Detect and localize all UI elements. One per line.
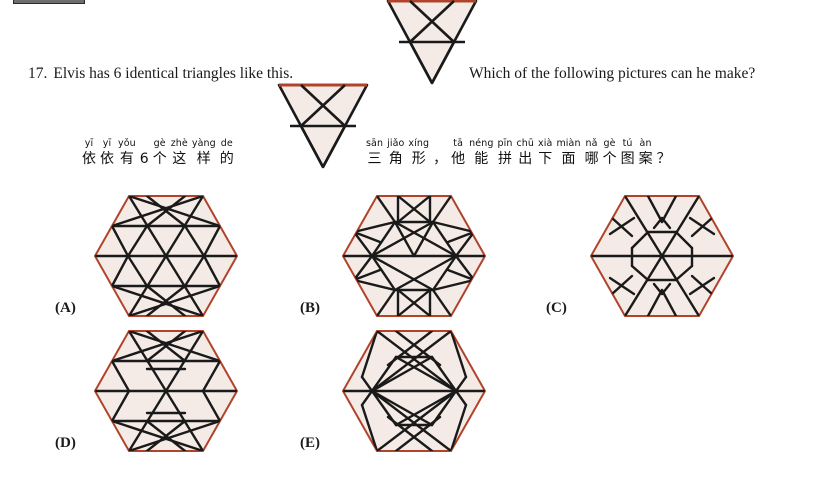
translation-left-hanzi-3: 6 bbox=[139, 151, 149, 167]
translation-right-char-2: xíng 形 bbox=[408, 138, 429, 169]
translation-left-pinyin-0: yī bbox=[84, 138, 94, 149]
translation-left-hanzi-4: 个 bbox=[152, 151, 167, 167]
translation-right-char-6: pīn 拼 bbox=[497, 138, 512, 169]
translation-right-char-3: ， bbox=[433, 138, 447, 169]
translation-right-pinyin-9: miàn bbox=[556, 138, 581, 149]
translation-right-char-11: gè 个 bbox=[603, 138, 617, 169]
option-e-figure bbox=[340, 327, 488, 455]
translation-left-char-6: yàng 样 bbox=[192, 138, 216, 169]
translation-right-char-0: sān 三 bbox=[366, 138, 383, 169]
translation-right-char-10: nǎ 哪 bbox=[585, 138, 599, 169]
translation-right-char-8: xià 下 bbox=[538, 138, 552, 169]
reference-triangle-lower bbox=[277, 82, 369, 170]
translation-right-hanzi-9: 面 bbox=[561, 151, 576, 167]
translation-left-pinyin-1: yī bbox=[102, 138, 112, 149]
translation-right-char-7: chū 出 bbox=[516, 138, 534, 169]
translation-left-pinyin-6: yàng bbox=[191, 138, 216, 149]
option-d-figure bbox=[92, 327, 240, 455]
question-number: 17. bbox=[28, 65, 48, 82]
translation-left-pinyin-7: de bbox=[220, 138, 233, 149]
page-crop-artifact bbox=[13, 0, 85, 4]
option-c-label: (C) bbox=[546, 300, 567, 316]
translation-right-hanzi-1: 角 bbox=[388, 151, 403, 167]
translation-right-pinyin-12: tú bbox=[622, 138, 633, 149]
reference-triangle-upper bbox=[386, 0, 478, 86]
translation-right-hanzi-10: 哪 bbox=[584, 151, 599, 167]
translation-right-char-1: jiǎo 角 bbox=[387, 138, 404, 169]
option-a-figure bbox=[92, 192, 240, 320]
translation-right-hanzi-13: 案 bbox=[638, 151, 653, 167]
translation-right-char-12: tú 图 bbox=[621, 138, 635, 169]
translation-left-hanzi-0: 依 bbox=[82, 151, 96, 167]
translation-right-pinyin-13: àn bbox=[639, 138, 652, 149]
translation-left-char-0: yī 依 bbox=[82, 138, 96, 169]
translation-right-hanzi-6: 拼 bbox=[497, 151, 512, 167]
translation-right-hanzi-2: 形 bbox=[411, 151, 426, 167]
question-text-part2: Which of the following pictures can he m… bbox=[469, 65, 756, 82]
translation-right-pinyin-5: néng bbox=[469, 138, 494, 149]
translation-right-hanzi-14: ？ bbox=[656, 151, 671, 167]
translation-left-pinyin-4: gè bbox=[153, 138, 166, 149]
translation-left-char-5: zhè 这 bbox=[171, 138, 188, 169]
question-text-part1: Elvis has 6 identical triangles like thi… bbox=[53, 65, 294, 82]
option-c-figure bbox=[588, 192, 736, 320]
translation-right-pinyin-4: tā bbox=[453, 138, 464, 149]
translation-left-hanzi-7: 的 bbox=[219, 151, 234, 167]
question-line: 17. Elvis has 6 identical triangles like … bbox=[28, 62, 818, 86]
option-a-label: (A) bbox=[55, 300, 76, 316]
option-b-label: (B) bbox=[300, 300, 320, 316]
translation-right-char-13: àn 案 bbox=[639, 138, 653, 169]
translation-left-char-3: 6 bbox=[140, 138, 149, 169]
option-b-figure bbox=[340, 192, 488, 320]
translation-right-hanzi-4: 他 bbox=[451, 151, 466, 167]
translation-right-pinyin-1: jiǎo bbox=[387, 138, 405, 149]
translation-right-hanzi-0: 三 bbox=[367, 151, 382, 167]
translation-right-pinyin-10: nǎ bbox=[585, 138, 598, 149]
translation-right-hanzi-8: 下 bbox=[538, 151, 553, 167]
translation-left-hanzi-1: 依 bbox=[100, 151, 114, 167]
translation-right-hanzi-11: 个 bbox=[602, 151, 617, 167]
translation-left-char-7: de 的 bbox=[220, 138, 234, 169]
translation-left-hanzi-5: 这 bbox=[172, 151, 187, 167]
translation-left-hanzi-2: 有 bbox=[119, 151, 134, 167]
translation-left-pinyin-2: yǒu bbox=[118, 138, 136, 149]
translation-left-hanzi-6: 样 bbox=[196, 151, 211, 167]
option-d-label: (D) bbox=[55, 435, 76, 451]
translation-right-hanzi-5: 能 bbox=[474, 151, 489, 167]
translation-right-char-9: miàn 面 bbox=[556, 138, 580, 169]
translation-right-pinyin-11: gè bbox=[603, 138, 616, 149]
translation-right-pinyin-2: xíng bbox=[408, 138, 430, 149]
translation-right-char-4: tā 他 bbox=[451, 138, 465, 169]
translation-left-char-2: yǒu 有 bbox=[118, 138, 136, 169]
translation-left-char-1: yī 依 bbox=[100, 138, 114, 169]
option-e-label: (E) bbox=[300, 435, 320, 451]
translation-right-hanzi-7: 出 bbox=[518, 151, 533, 167]
translation-right-hanzi-12: 图 bbox=[620, 151, 635, 167]
translation-right-char-14: ？ bbox=[657, 138, 671, 169]
translation-right-pinyin-8: xià bbox=[538, 138, 553, 149]
translation-right-pinyin-6: pīn bbox=[497, 138, 513, 149]
translation-left-pinyin-5: zhè bbox=[170, 138, 188, 149]
translation-right-hanzi-3: ， bbox=[433, 151, 448, 167]
translation-right-pinyin-7: chū bbox=[516, 138, 535, 149]
translation-right-char-5: néng 能 bbox=[469, 138, 493, 169]
translation-left-char-4: gè 个 bbox=[153, 138, 167, 169]
translation-right-pinyin-0: sān bbox=[366, 138, 384, 149]
